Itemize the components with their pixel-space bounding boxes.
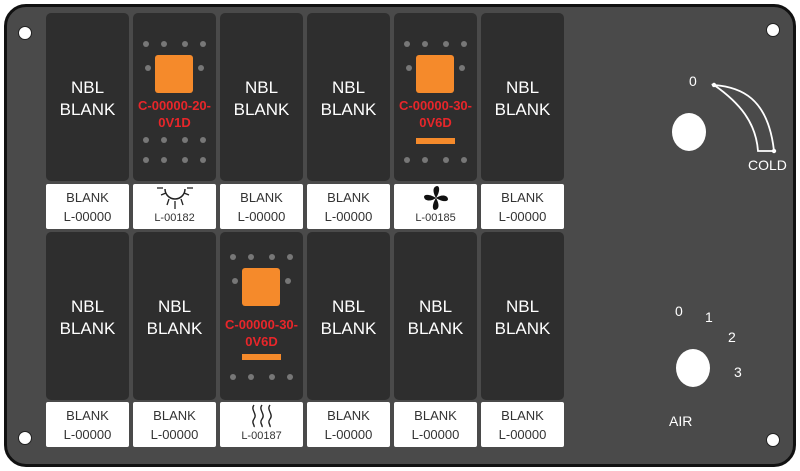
label-plate-top-1: BLANK L-00000 xyxy=(46,184,129,229)
switch-text: NBL BLANK xyxy=(146,297,203,338)
switch-top-1[interactable]: NBL BLANK xyxy=(46,13,129,181)
fan-icon xyxy=(423,186,448,210)
switch-bottom-6[interactable]: NBL BLANK xyxy=(481,232,564,400)
rocker-pad xyxy=(155,55,193,93)
heat-icon xyxy=(251,404,272,428)
switch-text: NBL BLANK xyxy=(407,297,464,338)
indicator-dots xyxy=(143,41,206,49)
switch-top-3[interactable]: NBL BLANK xyxy=(220,13,303,181)
indicator-dots xyxy=(143,157,206,165)
air-position-0: 0 xyxy=(675,303,683,319)
switch-bottom-3[interactable]: C-00000-30- 0V6D xyxy=(220,232,303,400)
indicator-dots xyxy=(230,374,293,382)
switch-top-2[interactable]: C-00000-20- 0V1D xyxy=(133,13,216,181)
rocker-pad xyxy=(242,268,280,306)
mount-hole-bottom-left xyxy=(18,431,32,445)
label-plate-bottom-4: BLANK L-00000 xyxy=(307,402,390,447)
indicator-dots xyxy=(230,254,293,262)
indicator-bar xyxy=(416,138,455,144)
temp-knob[interactable] xyxy=(672,113,706,151)
sun-icon xyxy=(156,187,193,209)
label-plate-top-4: BLANK L-00000 xyxy=(307,184,390,229)
temp-cold-label: COLD xyxy=(748,157,787,173)
mount-hole-top-left xyxy=(18,26,32,40)
label-plate-bottom-3: L-00187 xyxy=(220,402,303,447)
air-position-2: 2 xyxy=(728,329,736,345)
label-plate-top-2: L-00182 xyxy=(133,184,216,229)
air-knob[interactable] xyxy=(676,349,710,387)
temp-scale-arc xyxy=(710,82,777,154)
air-position-1: 1 xyxy=(705,309,713,325)
switch-top-4[interactable]: NBL BLANK xyxy=(307,13,390,181)
air-position-3: 3 xyxy=(734,364,742,380)
rocker-pad xyxy=(416,55,454,93)
switch-text: NBL BLANK xyxy=(59,78,116,119)
label-plate-top-6: BLANK L-00000 xyxy=(481,184,564,229)
indicator-dots xyxy=(404,41,467,49)
mount-hole-bottom-right xyxy=(766,433,780,447)
part-code: C-00000-30- 0V6D xyxy=(399,98,472,130)
label-plate-bottom-5: BLANK L-00000 xyxy=(394,402,477,447)
switch-text: NBL BLANK xyxy=(494,78,551,119)
indicator-dots xyxy=(404,157,467,165)
air-label: AIR xyxy=(669,413,693,429)
switch-bottom-4[interactable]: NBL BLANK xyxy=(307,232,390,400)
switch-top-6[interactable]: NBL BLANK xyxy=(481,13,564,181)
switch-top-5[interactable]: C-00000-30- 0V6D xyxy=(394,13,477,181)
switch-text: NBL BLANK xyxy=(233,78,290,119)
switch-text: NBL BLANK xyxy=(320,297,377,338)
switch-bottom-1[interactable]: NBL BLANK xyxy=(46,232,129,400)
label-plate-top-3: BLANK L-00000 xyxy=(220,184,303,229)
switch-text: NBL BLANK xyxy=(320,78,377,119)
switch-bottom-5[interactable]: NBL BLANK xyxy=(394,232,477,400)
indicator-dots xyxy=(143,137,206,145)
switch-text: NBL BLANK xyxy=(494,297,551,338)
part-code: C-00000-30- 0V6D xyxy=(225,317,298,349)
switch-text: NBL BLANK xyxy=(59,297,116,338)
temp-position-zero: 0 xyxy=(689,73,697,89)
mount-hole-top-right xyxy=(766,23,780,37)
label-plate-bottom-6: BLANK L-00000 xyxy=(481,402,564,447)
indicator-bar xyxy=(242,354,281,360)
switch-bottom-2[interactable]: NBL BLANK xyxy=(133,232,216,400)
label-plate-bottom-1: BLANK L-00000 xyxy=(46,402,129,447)
label-plate-bottom-2: BLANK L-00000 xyxy=(133,402,216,447)
label-plate-top-5: L-00185 xyxy=(394,184,477,229)
control-panel: NBL BLANK C-00000-20- 0V1D NBL BLANK NBL… xyxy=(4,4,796,467)
part-code: C-00000-20- 0V1D xyxy=(138,98,211,130)
